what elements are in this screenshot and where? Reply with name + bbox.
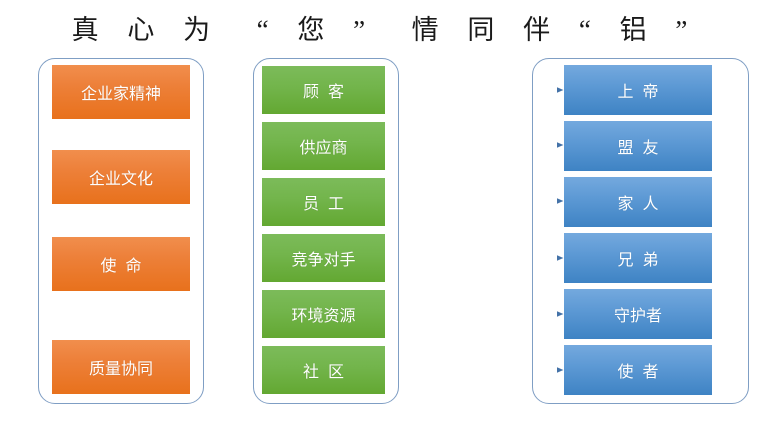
group-frame-stakeholders bbox=[253, 58, 399, 404]
page-title: 真 心 为 “ 您 ” 情 同 伴 “ 铝 ” bbox=[0, 6, 770, 48]
card-role-1[interactable]: 上 帝 bbox=[564, 65, 712, 115]
card-internal-value-2[interactable]: 企业文化 bbox=[52, 150, 190, 204]
card-role-6[interactable]: 使 者 bbox=[564, 345, 712, 395]
card-internal-value-4[interactable]: 质量协同 bbox=[52, 340, 190, 394]
card-stakeholder-2[interactable]: 供应商 bbox=[262, 122, 385, 170]
group-frame-internal-values bbox=[38, 58, 204, 404]
card-role-2[interactable]: 盟 友 bbox=[564, 121, 712, 171]
card-stakeholder-6[interactable]: 社 区 bbox=[262, 346, 385, 394]
card-stakeholder-5[interactable]: 环境资源 bbox=[262, 290, 385, 338]
page-title-text: 真 心 为 “ 您 ” 情 同 伴 “ 铝 ” bbox=[71, 14, 699, 45]
card-stakeholder-3[interactable]: 员 工 bbox=[262, 178, 385, 226]
card-internal-value-3[interactable]: 使 命 bbox=[52, 237, 190, 291]
card-stakeholder-4[interactable]: 竞争对手 bbox=[262, 234, 385, 282]
card-role-3[interactable]: 家 人 bbox=[564, 177, 712, 227]
group-frame-roles bbox=[532, 58, 749, 404]
card-stakeholder-1[interactable]: 顾 客 bbox=[262, 66, 385, 114]
card-internal-value-1[interactable]: 企业家精神 bbox=[52, 65, 190, 119]
card-role-4[interactable]: 兄 弟 bbox=[564, 233, 712, 283]
card-role-5[interactable]: 守护者 bbox=[564, 289, 712, 339]
